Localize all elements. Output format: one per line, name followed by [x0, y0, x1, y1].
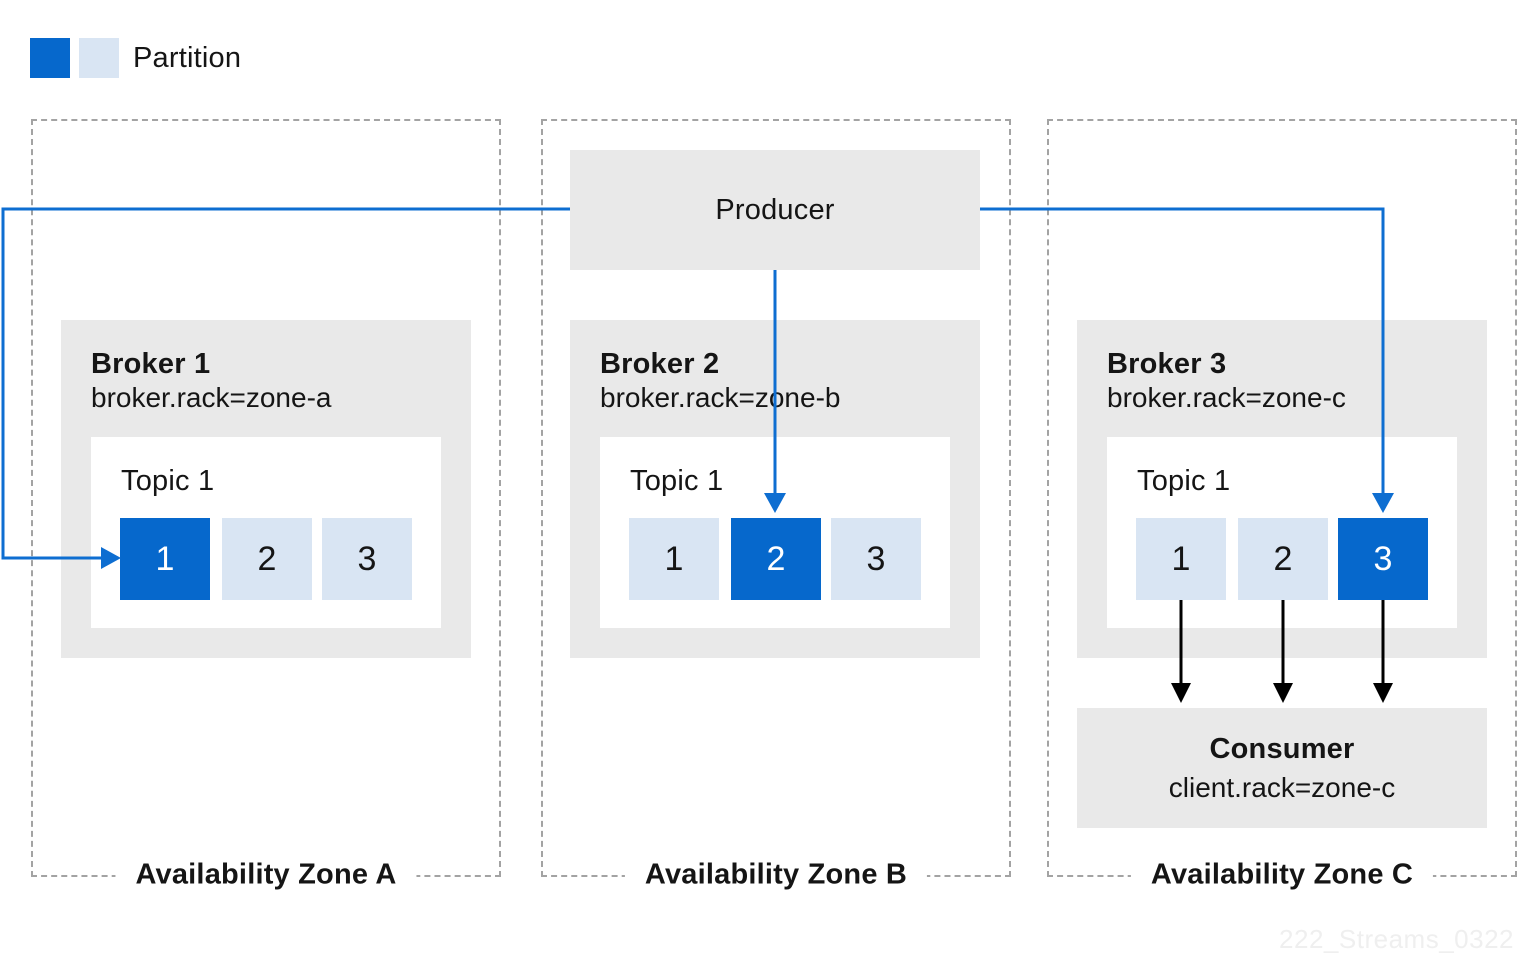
- broker-2-topic-box: Topic 1 1 2 3: [600, 437, 950, 628]
- legend-partition-leader-swatch: [30, 38, 70, 78]
- broker-2-title: Broker 2: [600, 348, 720, 380]
- legend-label: Partition: [133, 42, 242, 74]
- consumer-rack-config: client.rack=zone-c: [1168, 771, 1396, 803]
- broker-3-rack-config: broker.rack=zone-c: [1107, 382, 1346, 413]
- broker-3-topic-box: Topic 1 1 2 3: [1107, 437, 1457, 628]
- watermark-text: 222_Streams_0322: [1279, 924, 1514, 954]
- broker-3-box: Broker 3 broker.rack=zone-c Topic 1 1 2 …: [1077, 320, 1487, 658]
- broker-3-topic-title: Topic 1: [1137, 465, 1231, 497]
- availability-zone-c-label: Availability Zone C: [1130, 858, 1434, 892]
- legend-partition-replica-swatch: [79, 38, 119, 78]
- broker-1-partition-2: 2: [222, 518, 312, 600]
- producer-box: Producer: [570, 150, 980, 270]
- broker-1-title: Broker 1: [91, 348, 211, 380]
- broker-1-box: Broker 1 broker.rack=zone-a Topic 1 1 2 …: [61, 320, 471, 658]
- consumer-box: Consumer client.rack=zone-c: [1077, 708, 1487, 828]
- broker-2-rack-config: broker.rack=zone-b: [600, 382, 841, 413]
- broker-1-topic-box: Topic 1 1 2 3: [91, 437, 441, 628]
- broker-2-box: Broker 2 broker.rack=zone-b Topic 1 1 2 …: [570, 320, 980, 658]
- broker-3-partition-3: 3: [1338, 518, 1428, 600]
- broker-3-partition-2: 2: [1238, 518, 1328, 600]
- broker-2-partition-1: 1: [629, 518, 719, 600]
- broker-2-partition-3: 3: [831, 518, 921, 600]
- broker-1-topic-title: Topic 1: [121, 465, 215, 497]
- broker-2-topic-title: Topic 1: [630, 465, 724, 497]
- broker-1-partition-3: 3: [322, 518, 412, 600]
- broker-3-partition-1: 1: [1136, 518, 1226, 600]
- availability-zone-a-label: Availability Zone A: [115, 858, 417, 892]
- availability-zone-b-label: Availability Zone B: [624, 858, 928, 892]
- broker-2-partition-2: 2: [731, 518, 821, 600]
- broker-1-rack-config: broker.rack=zone-a: [91, 382, 332, 413]
- broker-1-partition-1: 1: [120, 518, 210, 600]
- availability-zone-c: Availability Zone C: [1047, 119, 1517, 892]
- producer-label: Producer: [715, 193, 835, 226]
- broker-3-title: Broker 3: [1107, 348, 1227, 380]
- consumer-label: Consumer: [1209, 732, 1355, 765]
